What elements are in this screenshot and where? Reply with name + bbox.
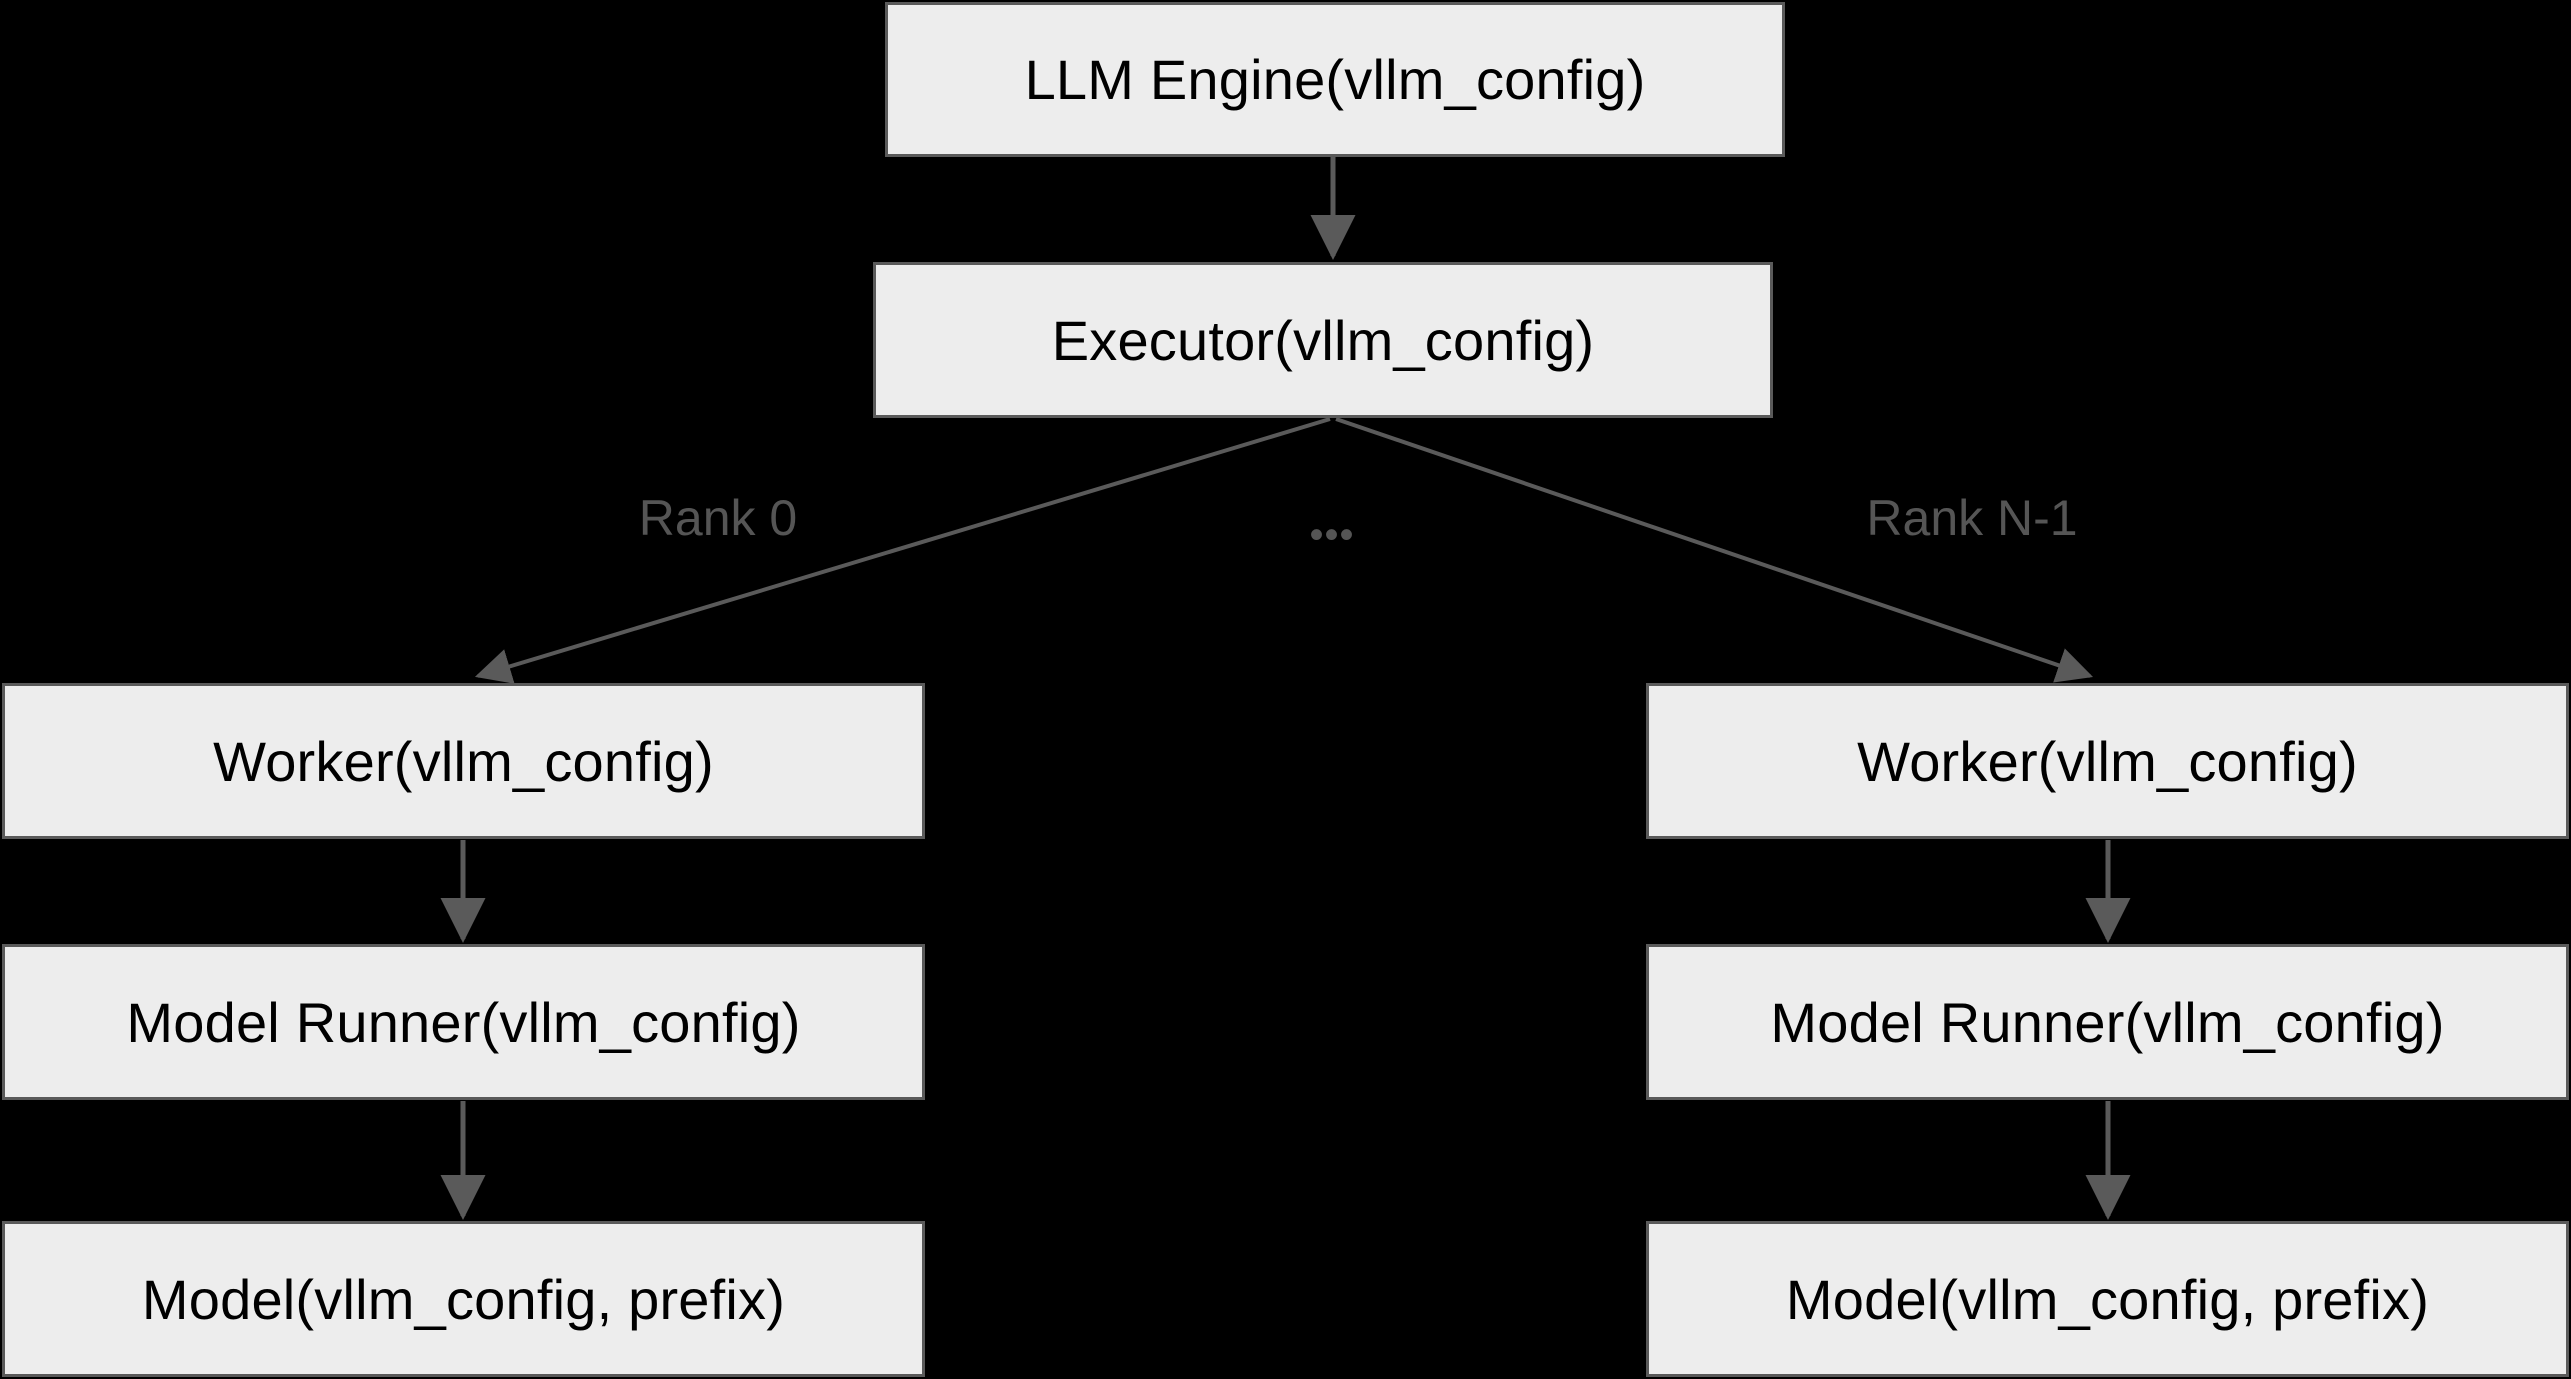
node-model-rankn-label: Model(vllm_config, prefix) <box>1785 1267 2430 1331</box>
node-worker-rank0-label: Worker(vllm_config) <box>213 729 714 793</box>
edge-executor-to-worker-rankn <box>1335 417 2094 683</box>
edge-label-rank-n-1: Rank N-1 <box>1866 490 2078 546</box>
edge-executor-to-worker-rank0 <box>474 417 1331 684</box>
node-model-runner-rank0[interactable]: Model Runner(vllm_config) <box>2 944 925 1100</box>
edge-label-rank-0: Rank 0 <box>638 490 798 546</box>
node-model-rank0-label: Model(vllm_config, prefix) <box>141 1267 786 1331</box>
node-model-runner-rank0-label: Model Runner(vllm_config) <box>126 990 801 1054</box>
node-llm-engine-label: LLM Engine(vllm_config) <box>1024 48 1646 111</box>
node-executor-label: Executor(vllm_config) <box>1051 308 1595 372</box>
node-model-runner-rankn-label: Model Runner(vllm_config) <box>1770 990 2445 1054</box>
edge-label-ellipsis: ••• <box>1309 513 1355 557</box>
node-model-rank0[interactable]: Model(vllm_config, prefix) <box>2 1221 925 1377</box>
node-worker-rank0[interactable]: Worker(vllm_config) <box>2 683 925 839</box>
node-worker-rankn-label: Worker(vllm_config) <box>1857 729 2358 793</box>
node-llm-engine[interactable]: LLM Engine(vllm_config) <box>885 2 1785 157</box>
node-worker-rankn[interactable]: Worker(vllm_config) <box>1646 683 2569 839</box>
node-model-runner-rankn[interactable]: Model Runner(vllm_config) <box>1646 944 2569 1100</box>
node-model-rankn[interactable]: Model(vllm_config, prefix) <box>1646 1221 2569 1377</box>
node-executor[interactable]: Executor(vllm_config) <box>873 262 1773 418</box>
